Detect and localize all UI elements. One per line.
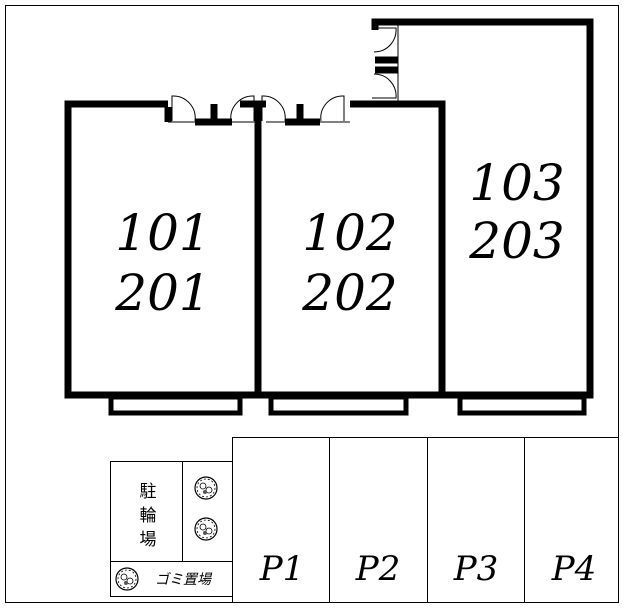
unit-201-label: 201 (114, 264, 210, 322)
bicycle-parking (110, 461, 233, 562)
bicycle-parking-char-2: 輪 (140, 506, 157, 526)
parking-space-p4 (524, 437, 619, 603)
garbage-area (110, 561, 233, 597)
parking-label-p2: P2 (355, 549, 401, 589)
unit-103-label: 103 (469, 154, 564, 212)
balcony-103 (457, 394, 587, 416)
shrub-icon (115, 567, 139, 591)
parking-label-p3: P3 (453, 549, 499, 589)
bicycle-and-garbage-area: 駐 輪 場 ゴミ置場 (110, 461, 233, 597)
door-swing-icon (171, 95, 196, 122)
bicycle-parking-char-1: 駐 (140, 482, 157, 502)
garbage-area-label: ゴミ置場 (155, 572, 213, 588)
parking-label-p1: P1 (259, 549, 305, 589)
building-walls (64, 18, 594, 399)
unit-102-label: 102 (302, 204, 397, 262)
door-swing-icon (261, 95, 286, 122)
door-swing-icon (372, 73, 397, 99)
bicycle-parking-char-3: 場 (140, 530, 157, 550)
door-swing-icon (320, 95, 345, 122)
door-swing-icon (230, 95, 255, 122)
unit-202-label: 202 (301, 264, 397, 322)
door-swing-icon (372, 27, 397, 53)
parking-area: P1 P2 P3 P4 (232, 437, 619, 603)
parking-label-p4: P4 (551, 549, 597, 589)
unit-labels: 101 201 102 202 103 203 (114, 154, 564, 322)
unit-101-label: 101 (115, 204, 210, 262)
balconies (108, 394, 587, 416)
shrub-icon (194, 517, 218, 541)
shrub-icon (194, 476, 218, 500)
door-swings (171, 27, 397, 122)
balcony-101 (108, 394, 243, 416)
balcony-102 (268, 394, 409, 416)
unit-203-label: 203 (468, 212, 564, 270)
